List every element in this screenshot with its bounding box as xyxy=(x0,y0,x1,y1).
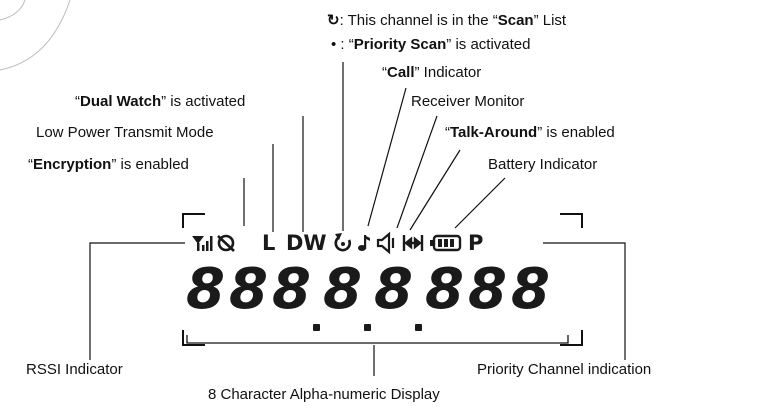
label-scan: ↻: This channel is in the “Scan” List xyxy=(327,12,567,29)
low-power-glyph: L xyxy=(262,231,276,255)
label-talk-around: “Talk-Around” is enabled xyxy=(445,124,615,141)
leader-rssi xyxy=(89,242,185,360)
segment-char: 8 xyxy=(186,257,226,322)
label-priority-scan: • : “Priority Scan” is activated xyxy=(331,36,531,53)
rssi-icon xyxy=(192,236,213,251)
lcd-frame xyxy=(182,213,583,346)
segment-char: 8 xyxy=(425,257,465,322)
leader-call xyxy=(367,87,407,227)
leader-monitor xyxy=(396,115,438,229)
decorative-arc-small xyxy=(0,0,26,21)
label-priority-channel: Priority Channel indication xyxy=(477,361,652,378)
label-encryption: “Encryption” is enabled xyxy=(28,156,189,173)
segment-char: 8 xyxy=(468,257,508,322)
segment-char: 8 xyxy=(323,257,363,322)
display-bracket xyxy=(186,335,569,344)
scan-icon xyxy=(334,233,351,252)
leader-battery xyxy=(454,177,506,229)
leader-talk-around xyxy=(409,149,461,231)
dual-watch-glyph: DW xyxy=(286,231,327,255)
priority-p-glyph: P xyxy=(468,231,484,255)
label-rssi: RSSI Indicator xyxy=(26,361,123,378)
label-alphanumeric: 8 Character Alpha-numeric Display xyxy=(208,386,440,403)
segment-char: 8 xyxy=(272,257,312,322)
call-icon xyxy=(358,235,370,251)
decimal-point xyxy=(364,324,371,331)
talk-around-icon xyxy=(402,235,424,251)
decimal-point xyxy=(313,324,320,331)
segment-char: 8 xyxy=(374,257,414,322)
label-battery: Battery Indicator xyxy=(488,156,598,173)
segment-char: 8 xyxy=(511,257,551,322)
decimal-point xyxy=(415,324,422,331)
label-dual-watch: “Dual Watch” is activated xyxy=(75,93,246,110)
label-receiver-monitor: Receiver Monitor xyxy=(411,93,525,110)
monitor-icon xyxy=(376,231,395,255)
leader-lines xyxy=(89,62,626,376)
leader-priority-channel xyxy=(543,242,626,360)
label-low-power: Low Power Transmit Mode xyxy=(36,124,214,141)
battery-icon xyxy=(430,234,462,252)
label-call: “Call” Indicator xyxy=(382,64,482,81)
decorative-arc xyxy=(0,0,71,71)
encryption-icon xyxy=(217,234,235,252)
segment-char: 8 xyxy=(229,257,269,322)
scan-glyph: ↻ xyxy=(327,12,340,29)
